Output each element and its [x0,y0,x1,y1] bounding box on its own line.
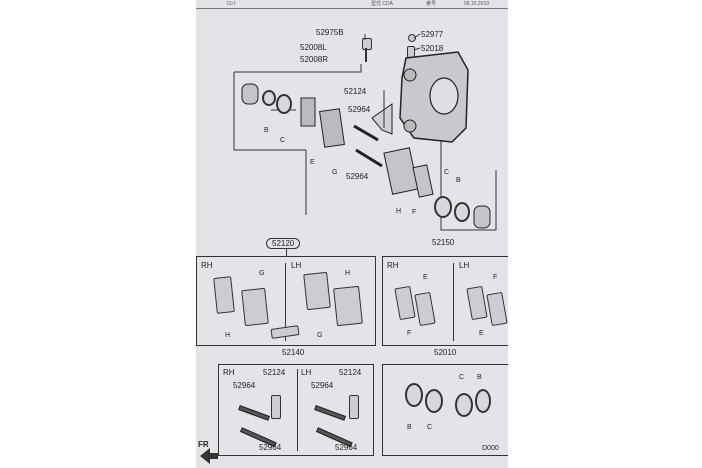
header-number: 番号 [426,1,437,7]
bolt-icon [362,38,372,50]
pin-label-52964-lh-b: 52964 [335,443,358,452]
parts-diagram-sheet: ﾌﾛﾝﾄ 型式 CDA 番号 06.15.2010 52975B 52977 5… [196,0,508,468]
pin-label-52964-lh-a: 52964 [311,381,334,390]
letter-e-top: E [310,159,315,166]
letter-c-top: C [280,137,286,144]
shim-letter-f-rh: F [407,330,412,337]
leader-52120 [286,248,287,256]
seal-ring-b-right-icon [454,202,470,222]
label-52964-top-b: 52964 [346,172,369,181]
pad-kit-divider [285,263,286,341]
seal-letter-c-top: C [459,374,465,381]
seal-kit-box: B C C B [382,364,508,456]
front-arrow-icon [200,448,218,464]
pin-label-52964-rh-b: 52964 [259,443,282,452]
letter-f-top: F [412,209,417,216]
clip-lh-icon [349,395,359,419]
label-52018: 52018 [421,44,444,53]
label-52977: 52977 [421,30,444,39]
pad-letter-h-rh: H [225,332,231,339]
label-52975B: 52975B [316,28,344,37]
seal-c-icon [425,389,443,413]
diagram-code: D000 [482,445,499,452]
clip-rh-icon [271,395,281,419]
bleeder-cap-icon [408,34,416,42]
pin-kit-divider [297,369,298,451]
pin-kit-box: RH LH 52124 52124 52964 52964 52964 5296… [218,364,374,456]
header-model: 型式 CDA [371,1,393,7]
boot-ring-c-right-icon [434,196,452,218]
seal-letter-b-top: B [477,374,482,381]
label-52150: 52150 [432,238,455,247]
shim-kit-rh: RH [387,261,399,270]
boot-b-icon [475,389,491,413]
label-52124-top: 52124 [344,87,367,96]
boot-ring-c-icon [276,94,292,114]
seal-ring-b-icon [262,90,276,106]
label-52120: 52120 [266,238,301,249]
header-left: ﾌﾛﾝﾄ [226,1,237,7]
seal-b-icon [405,383,423,407]
pad-letter-h-lh: H [345,270,351,277]
label-52140: 52140 [282,348,305,357]
label-52964-top-a: 52964 [348,105,371,114]
pin-label-52964-rh-a: 52964 [233,381,256,390]
pad-letter-g-lh: G [317,332,323,339]
shim-kit-lh: LH [459,261,470,270]
shim-letter-f-lh: F [493,274,498,281]
letter-b-top: B [264,127,269,134]
shim-letter-e-lh: E [479,330,484,337]
pad-letter-g-rh: G [259,270,265,277]
letter-h-top: H [396,208,402,215]
shim-letter-e-rh: E [423,274,428,281]
boot-c-icon [455,393,473,417]
bolt-shaft [365,48,367,62]
label-52008L: 52008L [300,43,327,52]
label-52010: 52010 [434,348,457,357]
seal-letter-c: C [427,424,433,431]
pad-kit-box: RH LH G H H G [196,256,376,346]
pin-kit-lh: LH [301,368,312,377]
pin-kit-rh: RH [223,368,235,377]
letter-b-right: B [456,177,461,184]
letter-c-right: C [444,169,450,176]
shim-kit-box: RH LH E F F E [382,256,508,346]
pin-label-52124-lh: 52124 [339,368,362,377]
label-52008R: 52008R [300,55,329,64]
assembly-lines [233,33,497,231]
front-indicator: FR [198,440,209,449]
pin-label-52124-rh: 52124 [263,368,286,377]
pad-kit-rh: RH [201,261,213,270]
shim-kit-divider [453,263,454,341]
pad-kit-lh: LH [291,261,302,270]
header-date: 06.15.2010 [464,1,490,7]
seal-letter-b: B [407,424,412,431]
letter-g-top: G [332,169,338,176]
sheet-header: ﾌﾛﾝﾄ 型式 CDA 番号 06.15.2010 [196,0,508,9]
